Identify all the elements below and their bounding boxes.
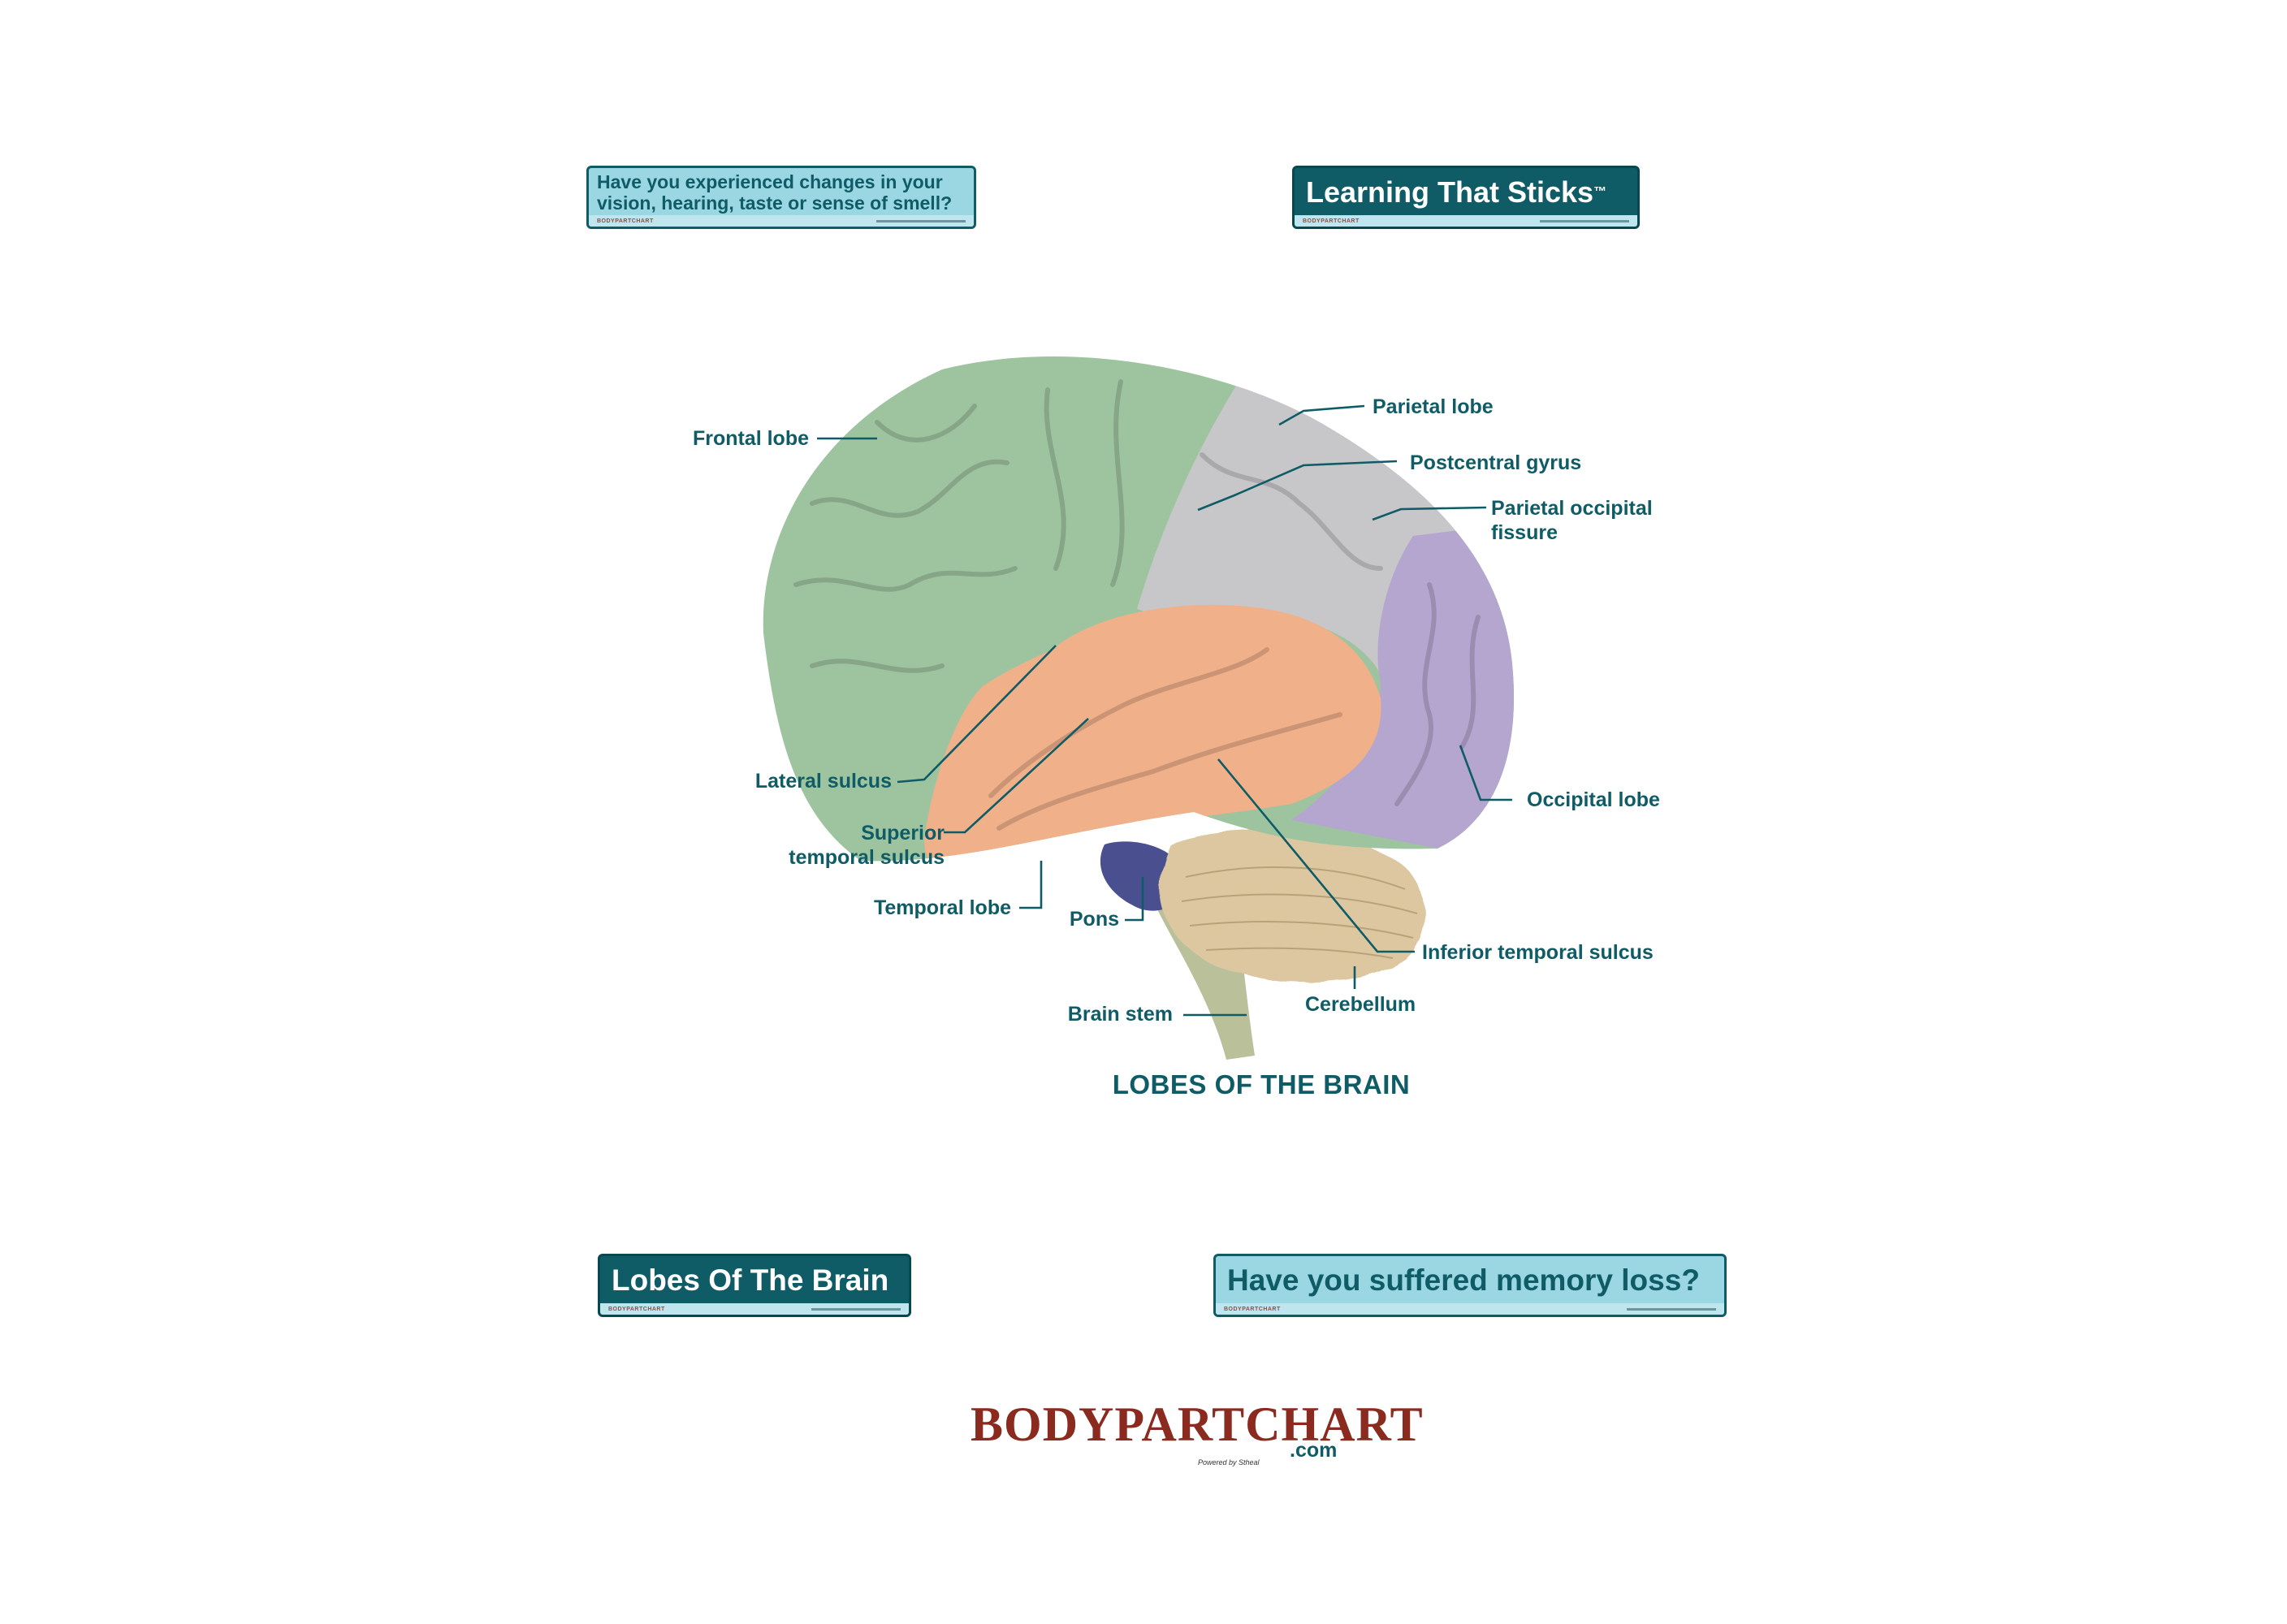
sticker-logo-icon: BODYPARTCHART [1303,218,1360,224]
label-inferior-temporal: Inferior temporal sulcus [1422,941,1654,964]
label-brain-stem: Brain stem [1068,1003,1173,1026]
sticker-memory: Have you suffered memory loss? BODYPARTC… [1213,1254,1727,1317]
brand-name: BODYPARTCHART [971,1397,1424,1453]
sticker-learning-text: Learning That Sticks [1306,175,1594,209]
trademark-mark: ™ [1593,185,1607,199]
sticker-footer: BODYPARTCHART [1216,1303,1724,1315]
occipital-lobe-shape [1291,520,1515,862]
brand-powered: Powered by Stheal [1198,1458,1260,1466]
label-parietal-occipital-2: fissure [1491,521,1558,544]
gyri-texture [793,379,1481,831]
sticker-footer: BODYPARTCHART [600,1303,909,1315]
sticker-lobes-text: Lobes Of The Brain [612,1263,889,1297]
cerebellum-folia [1181,866,1418,959]
label-lateral-sulcus: Lateral sulcus [755,770,892,793]
label-cerebellum: Cerebellum [1305,993,1416,1016]
diagram-title: LOBES OF THE BRAIN [1113,1069,1411,1099]
label-parietal-occipital-1: Parietal occipital [1491,497,1653,520]
sticker-logo-icon: BODYPARTCHART [1224,1306,1281,1312]
sticker-copyright [876,219,966,222]
sticker-memory-text: Have you suffered memory loss? [1227,1263,1700,1297]
sticker-copyright [811,1307,901,1311]
label-postcentral-gyrus: Postcentral gyrus [1410,451,1581,474]
brand-logo: BODYPARTCHART .com Powered by Stheal [971,1397,1423,1470]
brand-name-text: BODYPARTCHART [971,1397,1424,1451]
label-superior-temporal-1: Superior [861,822,945,844]
label-frontal-lobe: Frontal lobe [693,427,809,450]
label-parietal-lobe: Parietal lobe [1373,395,1494,418]
temporal-lobe-shape [924,605,1381,862]
sticker-senses-question: Have you experienced changes in your vis… [586,166,976,229]
sticker-lobes: Lobes Of The Brain BODYPARTCHART [598,1254,911,1317]
diagram-labels: Frontal lobe Parietal lobe Postcentral g… [693,395,1660,1026]
sticker-footer: BODYPARTCHART [1295,215,1637,227]
brand-domain: .com [1290,1439,1338,1462]
sticker-copyright [1540,219,1629,222]
sticker-logo-icon: BODYPARTCHART [597,218,654,224]
label-temporal-lobe: Temporal lobe [874,896,1011,919]
cerebellum-shape [1160,830,1425,983]
label-pons: Pons [1070,908,1119,931]
label-occipital-lobe: Occipital lobe [1527,788,1660,811]
sticker-footer: BODYPARTCHART [589,215,974,227]
sticker-senses-text: Have you experienced changes in your vis… [597,171,953,214]
sticker-copyright [1627,1307,1716,1311]
label-superior-temporal-2: temporal sulcus [789,846,945,869]
leader-lines [817,404,1512,1017]
sticker-logo-icon: BODYPARTCHART [608,1306,665,1312]
